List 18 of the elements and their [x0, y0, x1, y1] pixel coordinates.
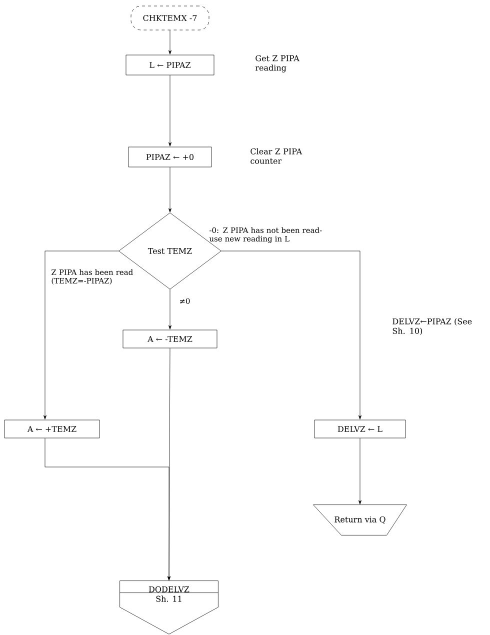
process-box: A ← +TEMZ — [4, 420, 100, 438]
arrow — [221, 250, 362, 420]
exit-trapezoid: Return via Q — [313, 504, 407, 536]
offpage-connector: DODELVZ Sh. 11 — [120, 580, 218, 634]
process-box: A ← -TEMZ — [122, 330, 218, 348]
arrow — [168, 167, 172, 212]
arrow — [168, 30, 172, 54]
arrow — [358, 438, 362, 504]
arrow — [44, 250, 119, 420]
arrow — [168, 75, 172, 146]
process-box: PIPAZ ← +0 — [128, 146, 212, 168]
note-text: Clear Z PIPA counter — [250, 148, 302, 164]
note-text: DELVZ←PIPAZ (See Sh. 10) — [392, 318, 472, 336]
process-box: DELVZ ← L — [314, 420, 406, 438]
note-text: Get Z PIPA reading — [255, 55, 300, 72]
process-box: L ← PIPAZ — [126, 54, 214, 76]
arrow — [44, 438, 170, 580]
arrow — [168, 289, 172, 330]
